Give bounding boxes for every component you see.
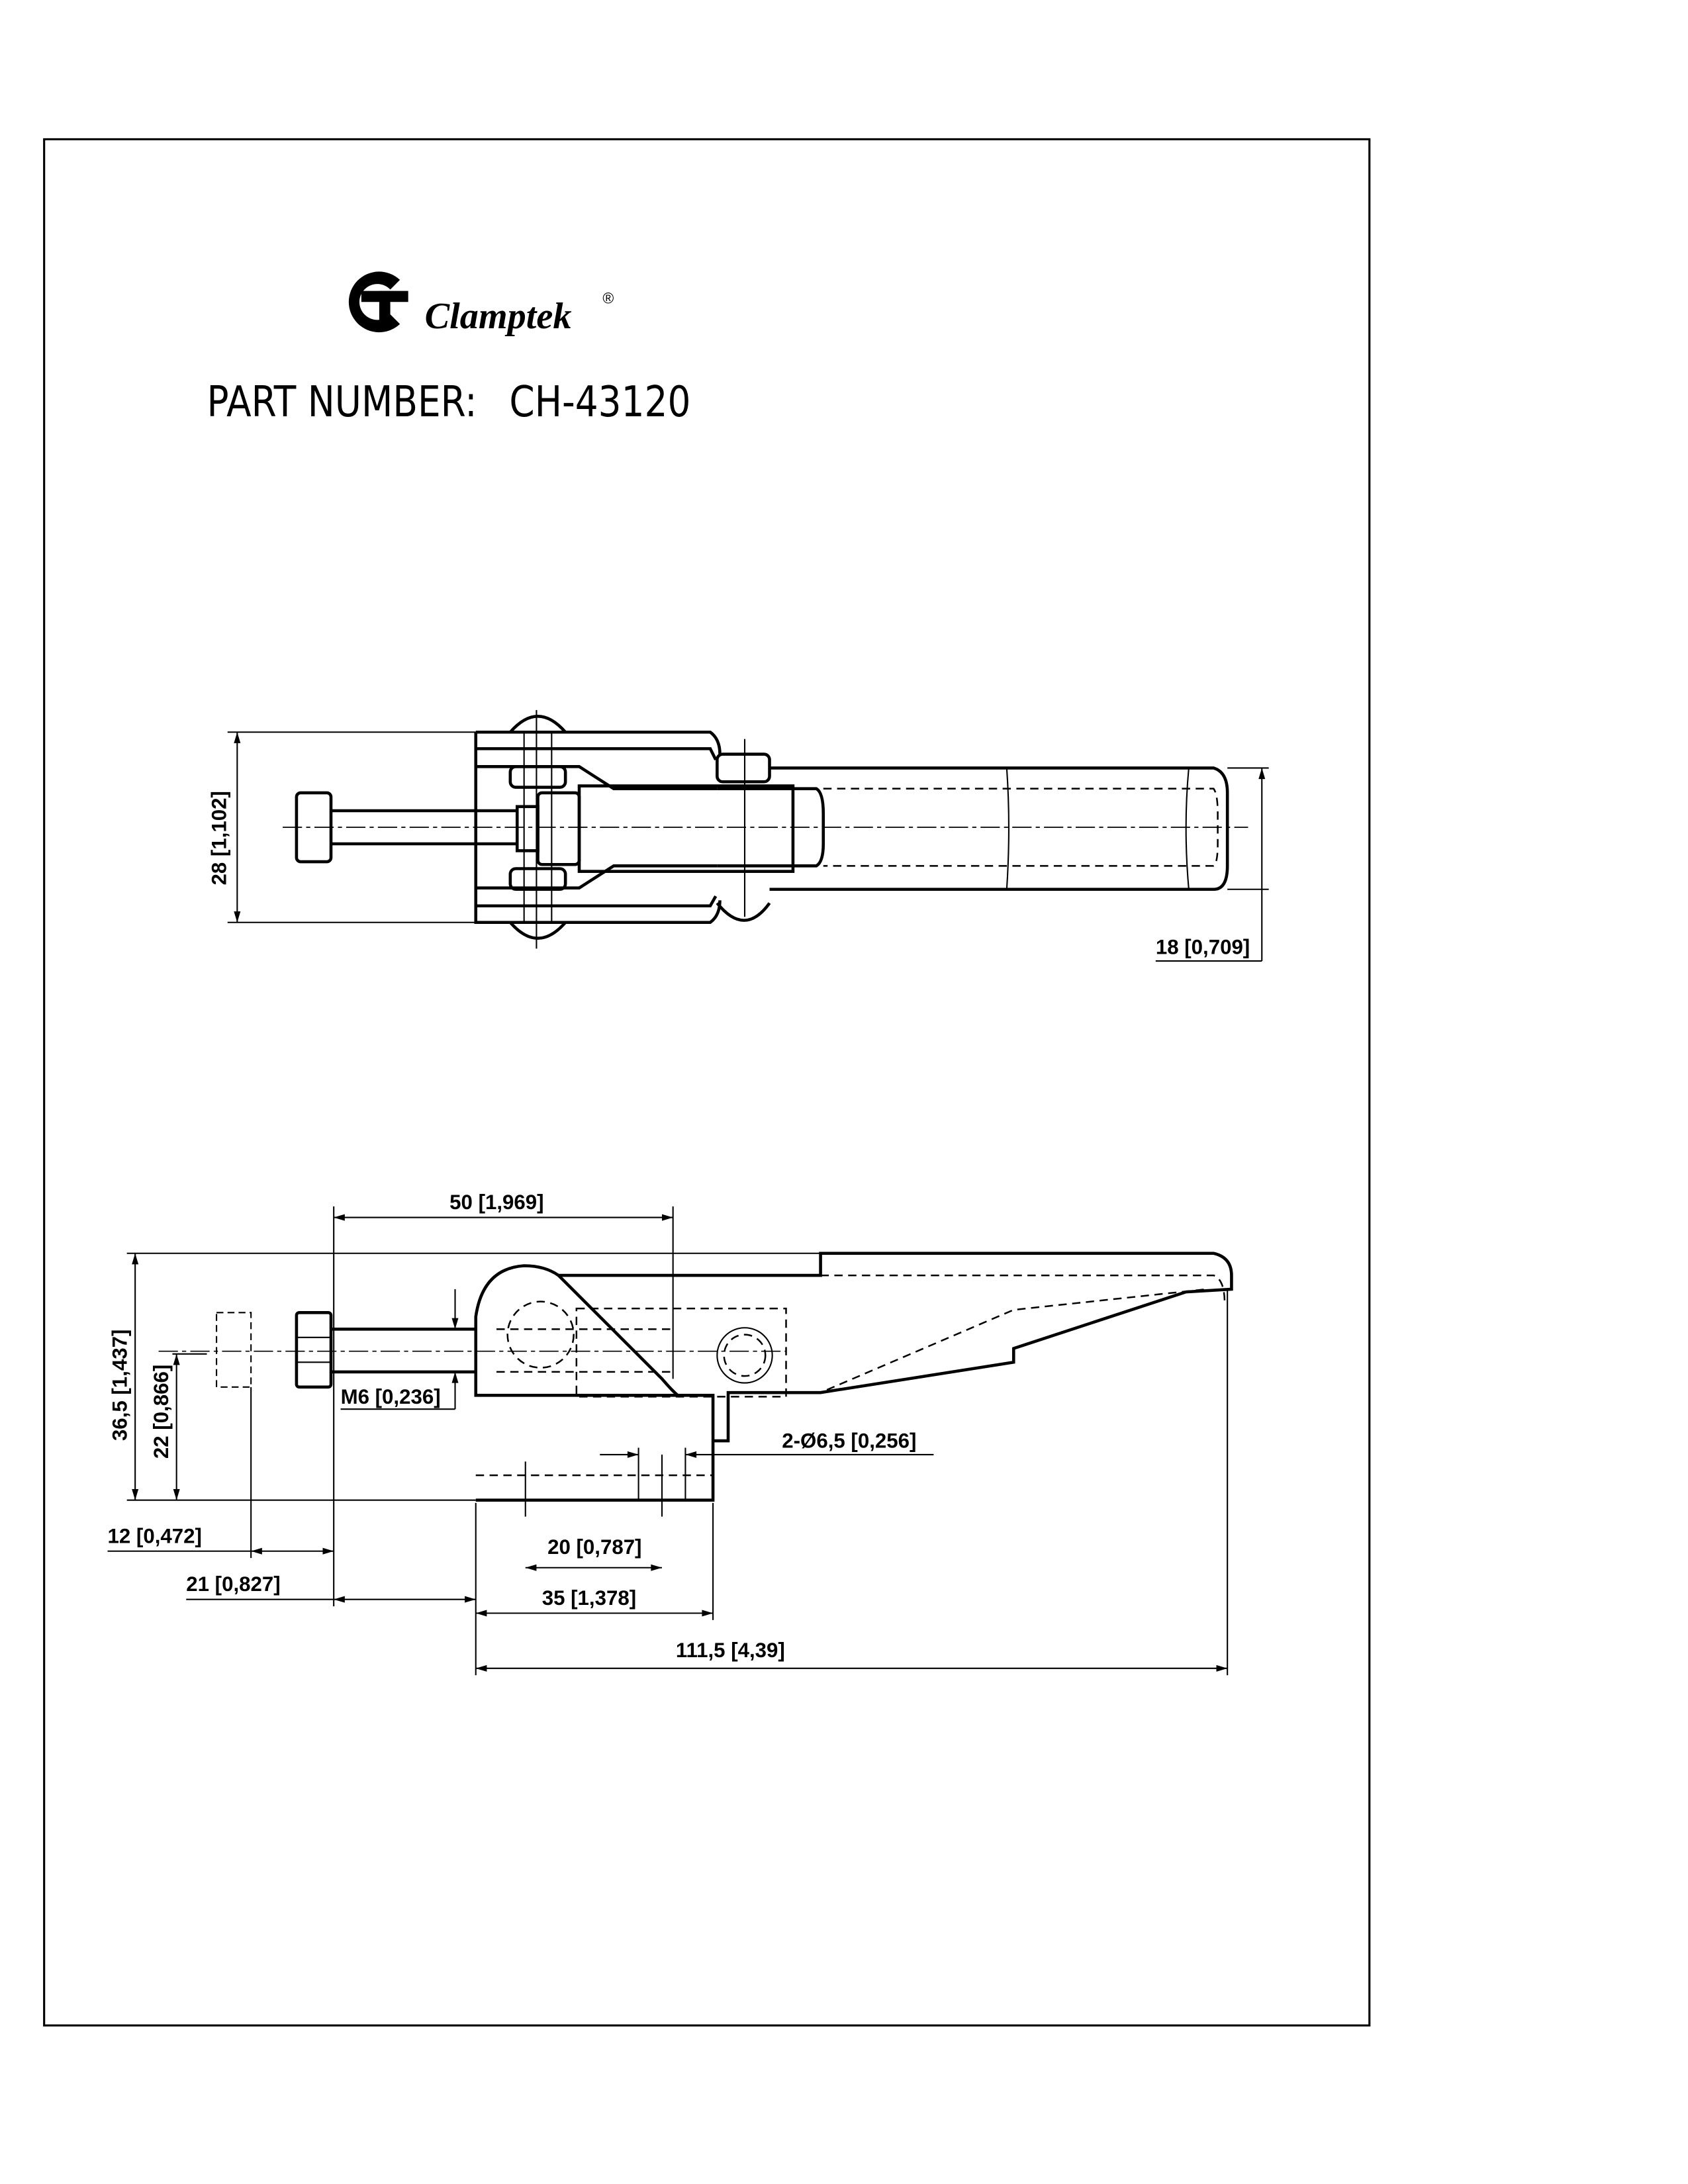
part-number-value: CH-43120 bbox=[509, 377, 690, 427]
side-view: 50 [1,969] 36,5 [1,437] 22 [0,866] M6 [0… bbox=[107, 1191, 1233, 1676]
registered-mark: ® bbox=[602, 289, 614, 306]
brand-logo: Clamptek ® bbox=[348, 271, 614, 337]
dim-retract: 12 [0,472] bbox=[108, 1524, 202, 1547]
part-number: PART NUMBER: CH-43120 bbox=[207, 377, 691, 427]
dim-total-height: 36,5 [1,437] bbox=[109, 1330, 132, 1441]
dim-spindle-height: 22 [0,866] bbox=[150, 1365, 173, 1459]
top-view: 28 [1,102] 18 [0,709] bbox=[208, 709, 1269, 962]
dim-base-length: 35 [1,378] bbox=[542, 1586, 636, 1610]
dim-hole-spacing: 20 [0,787] bbox=[547, 1535, 641, 1559]
dim-handle-width: 18 [0,709] bbox=[1156, 936, 1250, 959]
dim-height: 28 [1,102] bbox=[208, 791, 231, 885]
sheet-border bbox=[43, 138, 1371, 2026]
dim-stroke: 50 [1,969] bbox=[449, 1191, 543, 1214]
dim-overall-length: 111,5 [4,39] bbox=[676, 1639, 785, 1662]
part-number-label: PART NUMBER: bbox=[207, 377, 477, 427]
dim-holes: 2-Ø6,5 [0,256] bbox=[782, 1430, 916, 1453]
dim-thread: M6 [0,236] bbox=[341, 1385, 441, 1408]
dim-spindle-offset: 21 [0,827] bbox=[186, 1572, 280, 1596]
brand-name: Clamptek bbox=[425, 296, 572, 337]
